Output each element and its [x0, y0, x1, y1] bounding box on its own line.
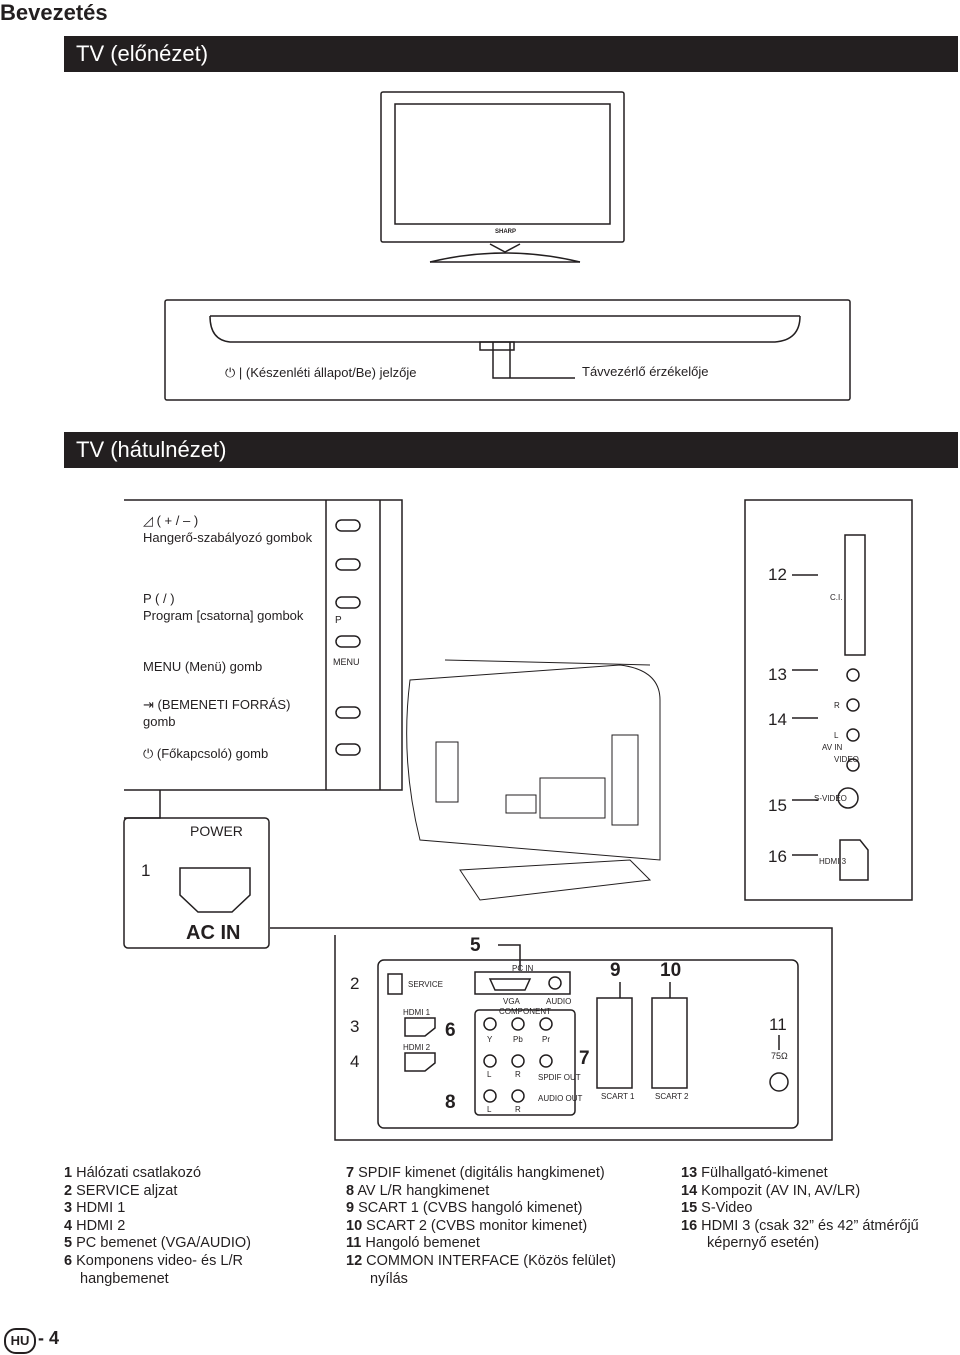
- program-buttons-label: P ( / ): [143, 591, 175, 606]
- hdmi3-label: HDMI 3: [819, 857, 847, 866]
- input-button-desc: gomb: [143, 714, 176, 729]
- pr-label: Pr: [542, 1035, 550, 1044]
- service-label: SERVICE: [408, 980, 443, 989]
- av-in-label: AV IN: [822, 743, 843, 752]
- ci-label: C.I.: [830, 593, 843, 602]
- front-view-banner: TV (előnézet): [64, 36, 958, 72]
- audio-label: AUDIO: [546, 997, 572, 1006]
- legend-item-continuation: képernyő esetén): [707, 1235, 820, 1252]
- legend-item: 4 HDMI 2: [64, 1217, 126, 1234]
- legend-item: 13 Fülhallgató-kimenet: [681, 1165, 828, 1181]
- callout-16: 16: [768, 847, 787, 866]
- y-label: Y: [487, 1035, 493, 1044]
- legend-item: 1 Hálózati csatlakozó: [64, 1165, 202, 1181]
- section-title: Bevezetés: [0, 0, 108, 25]
- legend-item: 3 HDMI 1: [64, 1200, 126, 1217]
- volume-buttons-desc: Hangerő-szabályozó gombok: [143, 530, 313, 545]
- legend-item: 7 SPDIF kimenet (digitális hangkimenet): [346, 1165, 605, 1181]
- standby-indicator-label: ⏻ | (Készenléti állapot/Be) jelzője: [225, 365, 417, 380]
- callout-7: 7: [579, 1048, 590, 1069]
- volume-buttons-label: ◿ ( + / – ): [143, 513, 199, 528]
- ac-in-text: AC IN: [186, 922, 241, 944]
- legend-item: 16 HDMI 3 (csak 32” és 42” átmérőjű: [681, 1217, 919, 1234]
- legend-item: 6 Komponens video- és L/R: [64, 1252, 243, 1269]
- pb-label: Pb: [513, 1035, 523, 1044]
- page-number: - 4: [38, 1328, 60, 1348]
- legend-column-2: 7 SPDIF kimenet (digitális hangkimenet) …: [346, 1165, 616, 1288]
- vga-label: VGA: [503, 997, 520, 1006]
- input-icon: ⇥: [143, 697, 158, 712]
- legend-item: 2 SERVICE aljzat: [64, 1182, 178, 1199]
- av-r-label: R: [834, 701, 840, 710]
- video-label: VIDEO: [834, 755, 859, 764]
- callout-13: 13: [768, 665, 787, 684]
- out-l-label: L: [487, 1105, 492, 1114]
- legend-item: 11 Hangoló bemenet: [346, 1235, 480, 1252]
- side-button-panel: [124, 499, 403, 791]
- right-side-panel: [744, 499, 913, 901]
- legend-item: 14 Kompozit (AV IN, AV/LR): [681, 1182, 861, 1199]
- callout-14: 14: [768, 710, 787, 729]
- component-label: COMPONENT: [499, 1007, 551, 1016]
- comp-r-label: R: [515, 1070, 521, 1079]
- hdmi2-label: HDMI 2: [403, 1043, 431, 1052]
- scart2-label: SCART 2: [655, 1092, 689, 1101]
- legend-item-continuation: nyílás: [370, 1270, 408, 1287]
- scart1-label: SCART 1: [601, 1092, 635, 1101]
- legend-column-3: 13 Fülhallgató-kimenet 14 Kompozit (AV I…: [681, 1165, 919, 1253]
- input-button-label: ⇥ (BEMENETI FORRÁS): [143, 697, 291, 712]
- power-icon: ⏻: [143, 746, 157, 761]
- av-l-label: L: [834, 731, 839, 740]
- hdmi1-label: HDMI 1: [403, 1008, 431, 1017]
- bottom-connector-panel: [270, 927, 833, 1141]
- volume-icon: ◿: [143, 513, 157, 528]
- main-power-label: ⏻ (Főkapcsoló) gomb: [143, 746, 269, 761]
- menu-button-label: MENU (Menü) gomb: [143, 659, 263, 674]
- comp-l-label: L: [487, 1070, 492, 1079]
- tv-rear-illustration: [406, 659, 661, 901]
- callout-6: 6: [445, 1020, 456, 1041]
- callout-1: 1: [141, 861, 151, 880]
- legend-item: 8 AV L/R hangkimenet: [346, 1182, 490, 1199]
- strip-p-label: P: [335, 615, 342, 626]
- region-badge: HU: [4, 1328, 36, 1354]
- back-view-banner: TV (hátulnézet): [64, 432, 958, 468]
- callout-4: 4: [350, 1052, 360, 1071]
- callout-8: 8: [445, 1092, 456, 1113]
- callout-12: 12: [768, 565, 787, 584]
- callout-9: 9: [610, 960, 621, 981]
- power-icon: ⏻: [225, 365, 239, 380]
- callout-3: 3: [350, 1017, 360, 1036]
- callout-15: 15: [768, 796, 787, 815]
- legend-column-1: 1 Hálózati csatlakozó 2 SERVICE aljzat 3…: [64, 1165, 251, 1288]
- power-text: POWER: [190, 823, 243, 839]
- spdif-out-label: SPDIF OUT: [538, 1073, 581, 1082]
- callout-5: 5: [470, 935, 481, 956]
- callout-11: 11: [769, 1015, 787, 1034]
- brand-logo: SHARP: [495, 229, 517, 235]
- legend-item-continuation: hangbemenet: [80, 1270, 169, 1287]
- legend-item: 15 S-Video: [681, 1200, 753, 1217]
- program-buttons-desc: Program [csatorna] gombok: [143, 608, 304, 623]
- ohm-label: 75Ω: [771, 1051, 788, 1061]
- ac-panel: [123, 790, 270, 949]
- tv-front-illustration: [380, 91, 625, 263]
- legend-item: 12 COMMON INTERFACE (Közös felület): [346, 1252, 616, 1269]
- pc-in-label: PC IN: [512, 964, 534, 973]
- front-bezel-strip: [164, 299, 851, 401]
- callout-10: 10: [660, 960, 682, 981]
- callout-2: 2: [350, 974, 360, 993]
- strip-menu-label: MENU: [333, 657, 360, 667]
- audio-out-label: AUDIO OUT: [538, 1094, 583, 1103]
- svideo-label: S-VIDEO: [814, 794, 847, 803]
- legend-item: 9 SCART 1 (CVBS hangoló kimenet): [346, 1200, 583, 1217]
- out-r-label: R: [515, 1105, 521, 1114]
- legend-item: 5 PC bemenet (VGA/AUDIO): [64, 1235, 251, 1252]
- remote-sensor-label: Távvezérlő érzékelője: [582, 364, 709, 379]
- legend-item: 10 SCART 2 (CVBS monitor kimenet): [346, 1217, 588, 1234]
